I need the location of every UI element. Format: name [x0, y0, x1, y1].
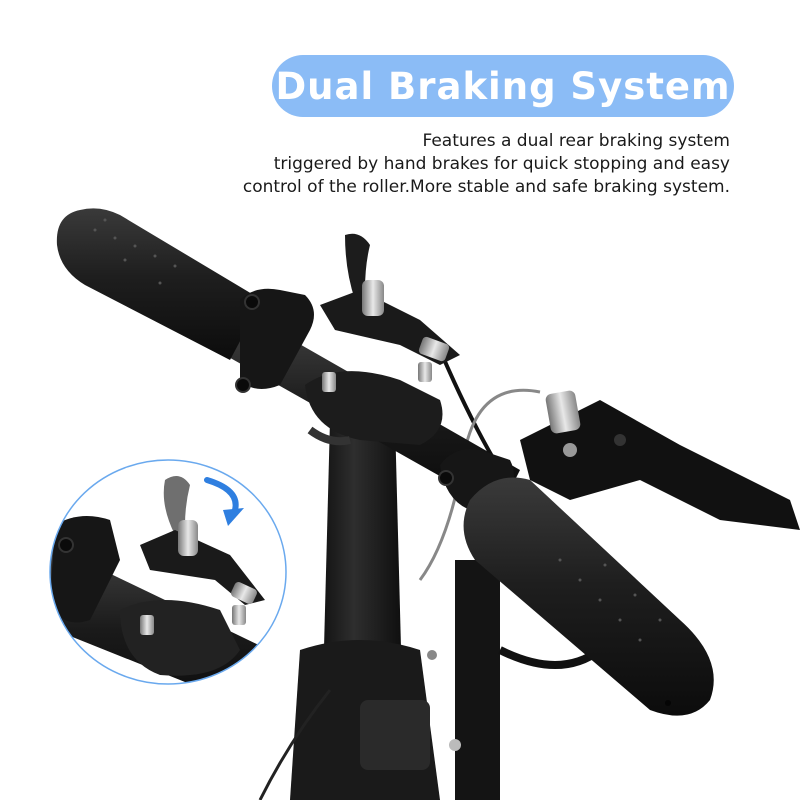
right-brake-lever	[520, 390, 800, 530]
description-line: control of the roller.More stable and sa…	[242, 177, 730, 197]
left-brake-lever	[235, 233, 460, 393]
stem	[290, 420, 603, 800]
title-banner: Dual Braking System	[272, 55, 734, 117]
feature-description: Features a dual rear braking system trig…	[110, 130, 730, 199]
right-grip	[463, 477, 714, 716]
description-line: triggered by hand brakes for quick stopp…	[273, 154, 730, 174]
inset-closeup	[49, 459, 287, 685]
inset-border	[49, 459, 287, 685]
description-line: Features a dual rear braking system	[422, 131, 730, 151]
page-title: Dual Braking System	[275, 64, 731, 108]
left-grip	[56, 208, 262, 360]
curved-arrow-down-icon	[204, 477, 244, 526]
center-clamp	[305, 362, 443, 446]
